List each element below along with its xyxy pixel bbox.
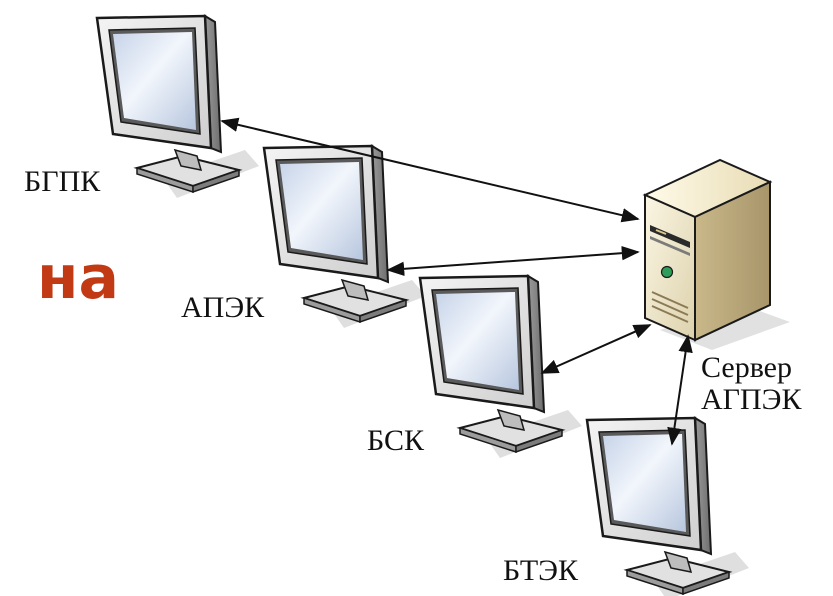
title-fragment: на — [37, 243, 119, 313]
node-label-btek: БТЭК — [503, 554, 578, 587]
workstation-apek-monitor-icon — [262, 144, 428, 330]
edge-bsk-server — [540, 324, 652, 374]
workstation-btek-monitor-icon — [585, 416, 751, 596]
node-label-bsk: БСК — [367, 424, 425, 457]
server-label-line1: Сервер — [701, 351, 792, 384]
server-tower-icon — [642, 158, 790, 350]
workstation-bgpk-monitor-icon — [95, 14, 261, 200]
server-label-line2: АГПЭК — [701, 383, 802, 417]
node-label-bgpk: БГПК — [24, 165, 101, 198]
edge-bgpk-server — [220, 117, 640, 223]
edge-apek-server — [386, 245, 640, 277]
node-label-server: Сервер АГПЭК — [701, 351, 802, 417]
node-label-apek: АПЭК — [181, 291, 265, 324]
edge-btek-server — [667, 334, 693, 446]
